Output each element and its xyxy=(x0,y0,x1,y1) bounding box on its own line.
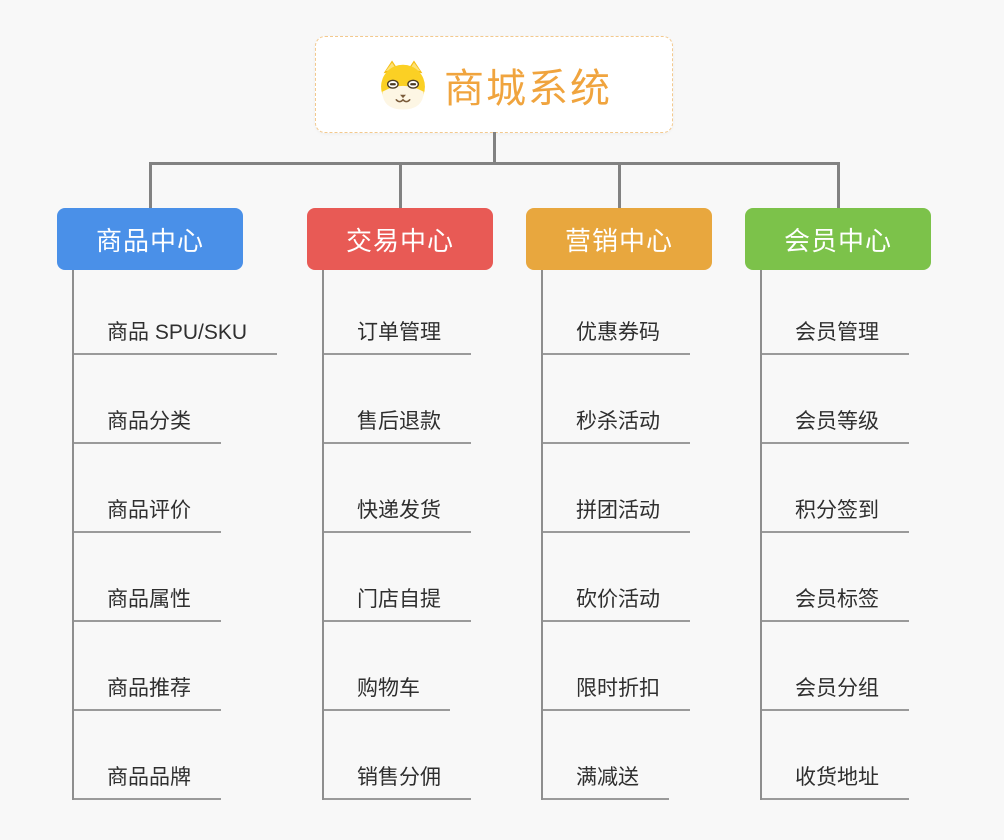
leaf-node[interactable]: 门店自提 xyxy=(324,588,471,622)
leaf-node[interactable]: 快递发货 xyxy=(324,499,471,533)
leaf-node-row: 商品评价 xyxy=(74,444,277,533)
leaf-node-row: 积分签到 xyxy=(762,444,909,533)
leaf-node-row: 会员标签 xyxy=(762,533,909,622)
leaf-node-row: 门店自提 xyxy=(324,533,471,622)
leaf-node-row: 商品品牌 xyxy=(74,711,277,800)
branch-items-trade-center: 订单管理 售后退款 快递发货 门店自提 购物车 销售分佣 xyxy=(322,270,471,800)
leaf-node-row: 销售分佣 xyxy=(324,711,471,800)
connector-drop-branch-3 xyxy=(618,162,621,208)
leaf-node-row: 拼团活动 xyxy=(543,444,690,533)
leaf-node[interactable]: 会员标签 xyxy=(762,588,909,622)
leaf-node-row: 优惠券码 xyxy=(543,270,690,355)
leaf-node-row: 订单管理 xyxy=(324,270,471,355)
dog-face-icon xyxy=(381,60,425,109)
connector-horizontal-bar xyxy=(149,162,840,165)
leaf-node[interactable]: 商品评价 xyxy=(74,499,221,533)
branch-node-member-center[interactable]: 会员中心 xyxy=(745,208,931,270)
root-title: 商城系统 xyxy=(444,66,612,111)
leaf-node[interactable]: 商品分类 xyxy=(74,410,221,444)
leaf-node-row: 秒杀活动 xyxy=(543,355,690,444)
branch-items-member-center: 会员管理 会员等级 积分签到 会员标签 会员分组 收货地址 xyxy=(760,270,909,800)
leaf-node[interactable]: 满减送 xyxy=(543,766,669,800)
leaf-node-row: 砍价活动 xyxy=(543,533,690,622)
leaf-node[interactable]: 砍价活动 xyxy=(543,588,690,622)
leaf-node[interactable]: 优惠券码 xyxy=(543,321,690,355)
leaf-node-row: 快递发货 xyxy=(324,444,471,533)
branch-node-marketing-center[interactable]: 营销中心 xyxy=(526,208,712,270)
leaf-node[interactable]: 售后退款 xyxy=(324,410,471,444)
connector-root-drop xyxy=(493,132,496,162)
leaf-node-row: 商品属性 xyxy=(74,533,277,622)
leaf-node-row: 会员管理 xyxy=(762,270,909,355)
leaf-node[interactable]: 商品属性 xyxy=(74,588,221,622)
leaf-node[interactable]: 限时折扣 xyxy=(543,677,690,711)
leaf-node[interactable]: 商品品牌 xyxy=(74,766,221,800)
branch-node-trade-center[interactable]: 交易中心 xyxy=(307,208,493,270)
branch-node-product-center[interactable]: 商品中心 xyxy=(57,208,243,270)
leaf-node[interactable]: 会员分组 xyxy=(762,677,909,711)
leaf-node[interactable]: 商品推荐 xyxy=(74,677,221,711)
leaf-node[interactable]: 商品 SPU/SKU xyxy=(74,321,278,355)
leaf-node[interactable]: 拼团活动 xyxy=(543,499,690,533)
branch-items-marketing-center: 优惠券码 秒杀活动 拼团活动 砍价活动 限时折扣 满减送 xyxy=(541,270,690,800)
leaf-node-row: 购物车 xyxy=(324,622,471,711)
leaf-node[interactable]: 会员等级 xyxy=(762,410,909,444)
connector-drop-branch-1 xyxy=(149,162,152,208)
leaf-node-row: 收货地址 xyxy=(762,711,909,800)
root-node-mall-system[interactable]: 商城系统 xyxy=(315,36,673,133)
leaf-node-row: 满减送 xyxy=(543,711,690,800)
leaf-node-row: 商品 SPU/SKU xyxy=(74,270,278,355)
leaf-node-row: 售后退款 xyxy=(324,355,471,444)
leaf-node[interactable]: 会员管理 xyxy=(762,321,909,355)
branch-items-product-center: 商品 SPU/SKU 商品分类 商品评价 商品属性 商品推荐 商品品牌 xyxy=(72,270,278,800)
leaf-node[interactable]: 订单管理 xyxy=(324,321,471,355)
leaf-node[interactable]: 销售分佣 xyxy=(324,766,471,800)
leaf-node-row: 会员等级 xyxy=(762,355,909,444)
leaf-node[interactable]: 购物车 xyxy=(324,677,450,711)
leaf-node[interactable]: 收货地址 xyxy=(762,766,909,800)
leaf-node-row: 商品分类 xyxy=(74,355,277,444)
leaf-node-row: 会员分组 xyxy=(762,622,909,711)
connector-drop-branch-2 xyxy=(399,162,402,208)
leaf-node[interactable]: 秒杀活动 xyxy=(543,410,690,444)
leaf-node-row: 限时折扣 xyxy=(543,622,690,711)
connector-drop-branch-4 xyxy=(837,162,840,208)
leaf-node-row: 商品推荐 xyxy=(74,622,277,711)
leaf-node[interactable]: 积分签到 xyxy=(762,499,909,533)
